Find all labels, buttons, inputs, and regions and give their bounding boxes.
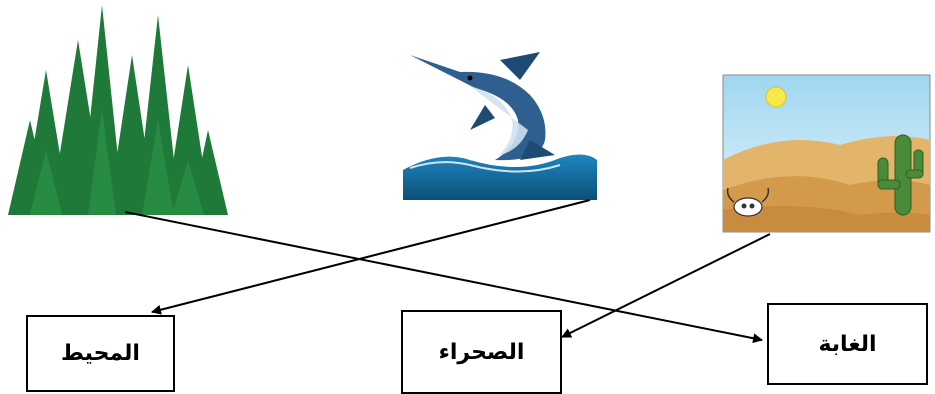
forest-picture <box>8 5 228 215</box>
swordfish-ocean-picture <box>403 52 597 200</box>
arrow-fish-to-ocean-label <box>151 199 591 315</box>
label-forest-text: الغابة <box>818 331 877 357</box>
label-desert-text: الصحراء <box>438 339 525 365</box>
arrow-forest-to-forest-label <box>124 211 763 344</box>
label-box-ocean: المحيط <box>26 315 175 392</box>
label-box-forest: الغابة <box>767 303 928 385</box>
arrows <box>124 199 771 344</box>
label-box-desert: الصحراء <box>401 310 562 394</box>
arrow-desert-to-desert-label <box>561 233 771 338</box>
desert-picture <box>722 74 931 233</box>
label-ocean-text: المحيط <box>61 341 140 366</box>
